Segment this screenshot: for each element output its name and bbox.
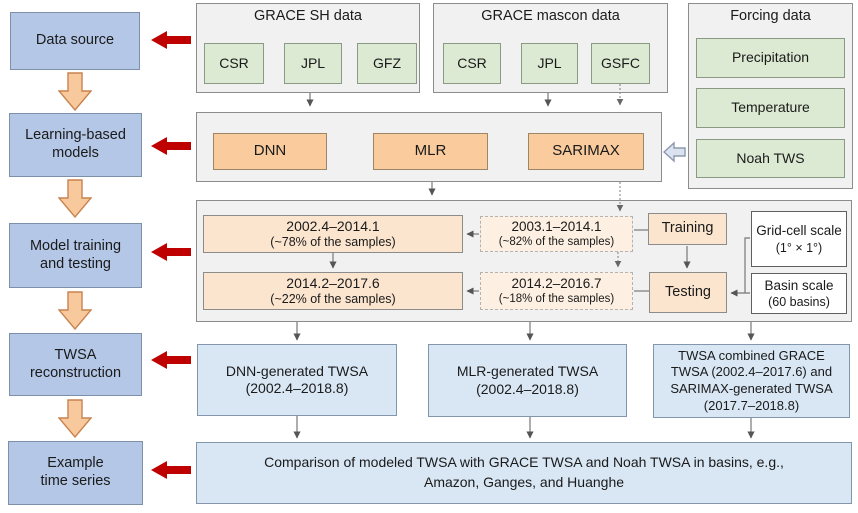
step-data-source: Data source [10,12,140,70]
scale-name: Grid-cell scale [756,223,842,239]
step-twsa-reconstruction: TWSA reconstruction [9,333,142,396]
scale-detail: (1° × 1°) [775,240,823,255]
model-mlr-label: MLR [414,142,447,160]
mascon-csr-label: CSR [457,54,487,71]
sh-csr-label: CSR [219,54,249,71]
mascon-gsfc-box: GSFC [591,43,650,84]
temperature-label: Temperature [731,99,810,116]
model-sarimax-label: SARIMAX [552,142,620,160]
red-left-arrow-icon [151,243,191,261]
step-example-series: Example time series [8,441,143,505]
model-sarimax-box: SARIMAX [528,133,644,170]
grace-mascon-title: GRACE mascon data [481,8,620,24]
sh-gfz-box: GFZ [357,43,417,84]
grid-training-period-box: 2002.4–2014.1 (~78% of the samples) [203,215,463,253]
training-label: Training [661,220,714,237]
down-arrow-icon [58,399,92,438]
testing-label: Testing [665,283,711,300]
period: 2003.1–2014.1 [511,218,602,234]
temperature-box: Temperature [696,88,845,128]
step-label-2: models [52,145,99,161]
testing-box: Testing [649,272,727,313]
step-learning-models: Learning-based models [9,113,142,177]
mascon-jpl-box: JPL [521,43,578,84]
step-model-training: Model training and testing [9,223,142,288]
basin-training-period-box: 2003.1–2014.1 (~82% of the samples) [480,216,633,252]
hollow-left-arrow-icon [663,141,686,163]
share: (~82% of the samples) [498,236,615,249]
result-period: (2002.4–2018.8) [245,380,349,396]
basin-testing-period-box: 2014.2–2016.7 (~18% of the samples) [480,272,633,310]
basin-scale-box: Basin scale (60 basins) [751,273,847,314]
sh-jpl-label: JPL [300,54,326,71]
red-left-arrow-icon [151,137,191,155]
training-box: Training [648,213,727,245]
grid-testing-period-box: 2014.2–2017.6 (~22% of the samples) [203,272,463,310]
grid-cell-scale-box: Grid-cell scale (1° × 1°) [751,211,847,267]
result-period: (2002.4–2018.8) [476,380,579,397]
step-label-2: reconstruction [29,364,122,381]
step-label-2: and testing [40,255,111,272]
sh-jpl-box: JPL [284,43,342,84]
step-label: Data source [35,32,115,49]
period: 2002.4–2014.1 [286,217,380,234]
dnn-twsa-box: DNN-generated TWSA (2002.4–2018.8) [197,344,397,416]
model-mlr-box: MLR [373,133,488,170]
comparison-text: Comparison of modeled TWSA with GRACE TW… [264,454,784,490]
step-label: Model training [29,237,122,254]
step-label-2: time series [40,473,111,489]
period: 2014.2–2016.7 [511,275,602,291]
share: (~78% of the samples) [270,234,396,249]
red-left-arrow-icon [151,461,191,479]
share: (~22% of the samples) [270,291,396,306]
precipitation-label: Precipitation [731,49,810,66]
red-left-arrow-icon [151,31,191,49]
sh-gfz-label: GFZ [373,54,401,71]
red-left-arrow-icon [151,351,191,369]
model-dnn-box: DNN [213,133,327,170]
noah-tws-label: Noah TWS [736,149,805,166]
scale-name: Basin scale [764,277,834,293]
precipitation-box: Precipitation [696,38,845,78]
model-dnn-label: DNN [253,142,287,160]
forcing-title: Forcing data [730,8,811,24]
combined-twsa-box: TWSA combined GRACE TWSA (2002.4–2017.6)… [653,344,850,418]
result-name: DNN-generated TWSA [225,362,369,379]
sh-csr-box: CSR [204,43,264,84]
result-name: TWSA combined GRACE TWSA (2002.4–2017.6)… [670,347,833,413]
period: 2014.2–2017.6 [286,274,380,291]
share: (~18% of the samples) [498,293,615,306]
mascon-csr-box: CSR [443,43,501,84]
scale-detail: (60 basins) [768,295,830,310]
step-label: TWSA [54,346,97,363]
noah-tws-box: Noah TWS [696,139,845,178]
down-arrow-icon [58,179,92,218]
down-arrow-icon [58,72,92,111]
step-label: Learning-based [25,127,126,144]
comparison-box: Comparison of modeled TWSA with GRACE TW… [196,442,852,504]
result-name: MLR-generated TWSA [456,363,599,380]
step-label: Example [47,455,104,472]
mascon-gsfc-label: GSFC [601,54,640,71]
down-arrow-icon [58,291,92,330]
grace-sh-title: GRACE SH data [254,8,362,24]
mlr-twsa-box: MLR-generated TWSA (2002.4–2018.8) [428,344,627,417]
mascon-jpl-label: JPL [537,54,562,71]
